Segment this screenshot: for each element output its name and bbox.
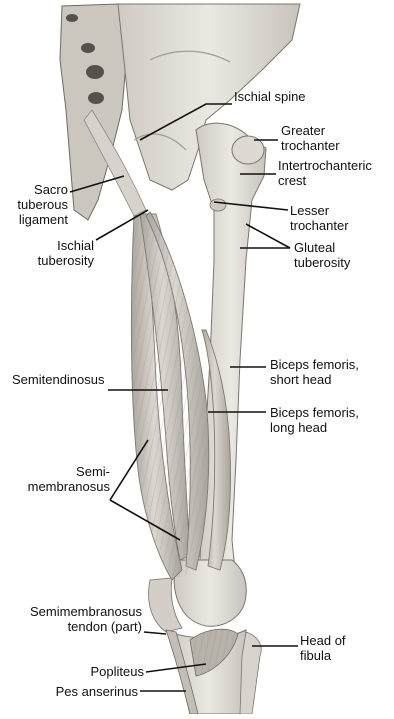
lesser-trochanter-shape <box>210 199 226 211</box>
leader-semimembranosus-tendon <box>144 632 166 634</box>
label-head-of-fibula: Head of fibula <box>300 633 346 663</box>
label-ischial-tuberosity: Ischial tuberosity <box>0 238 94 268</box>
label-biceps-long-head: Biceps femoris, long head <box>270 405 359 435</box>
sacrum <box>60 4 128 220</box>
label-biceps-short-head: Biceps femoris, short head <box>270 357 359 387</box>
label-greater-trochanter: Greater trochanter <box>281 123 340 153</box>
leader-gluteal-tuberosity-1 <box>246 224 290 248</box>
femur <box>196 123 266 584</box>
label-semimembranosus: Semi- membranosus <box>0 464 110 494</box>
label-semitendinosus: Semitendinosus <box>12 372 105 387</box>
label-ischial-spine: Ischial spine <box>234 89 306 104</box>
label-sacrotuberous-ligament: Sacro tuberous ligament <box>0 182 68 227</box>
label-intertrochanteric-crest: Intertrochanteric crest <box>278 158 372 188</box>
label-pes-anserinus: Pes anserinus <box>0 684 138 699</box>
label-gluteal-tuberosity: Gluteal tuberosity <box>294 240 350 270</box>
knee <box>149 560 247 632</box>
label-lesser-trochanter: Lesser trochanter <box>290 203 349 233</box>
label-semimembranosus-tendon: Semimembranosus tendon (part) <box>0 604 142 634</box>
label-popliteus: Popliteus <box>0 664 144 679</box>
